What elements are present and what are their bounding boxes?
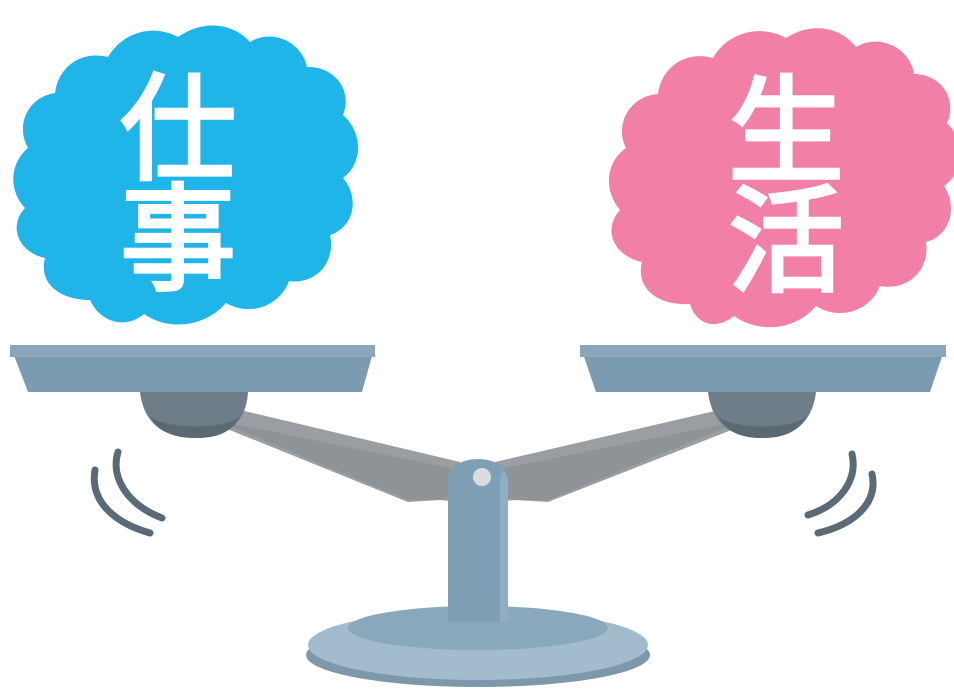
pivot-dot	[473, 468, 491, 486]
left-motion-lines	[90, 448, 166, 537]
right-pan-rim	[580, 345, 946, 357]
right-motion-lines	[804, 450, 877, 537]
right-pan-cup-shadow	[718, 416, 806, 438]
work-cloud	[13, 25, 359, 325]
left-pan-rim	[10, 345, 375, 357]
life-label-line1: 生	[728, 65, 844, 200]
left-pan-cup-shadow	[150, 416, 240, 438]
beam-shadow-right	[495, 420, 745, 500]
scale-post	[448, 459, 508, 622]
scale-base-top	[348, 606, 608, 650]
beam-shadow-left	[215, 420, 460, 500]
work-label-line2: 事	[120, 173, 236, 308]
life-cloud	[608, 28, 954, 328]
life-label-line2: 活	[728, 175, 844, 310]
work-label-line1: 仕	[120, 63, 236, 198]
scale-post-highlight	[500, 471, 508, 622]
